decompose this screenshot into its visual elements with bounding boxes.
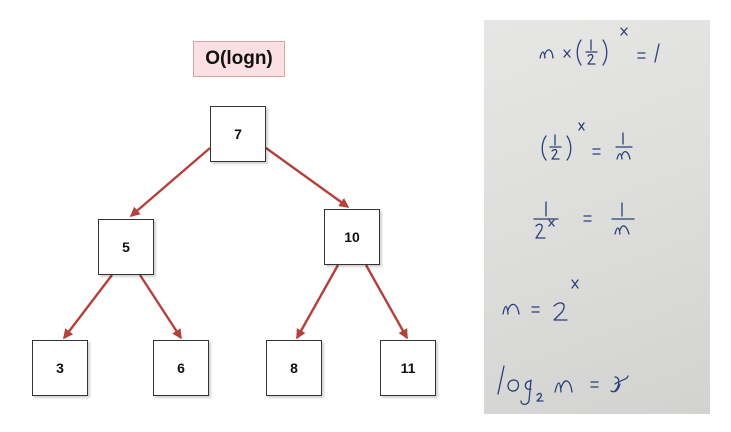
edge-10-to-11 <box>364 264 409 340</box>
tree-node-3: 3 <box>32 340 88 396</box>
complexity-title: O(logn) <box>193 41 285 77</box>
handwritten-line-1 <box>539 27 660 66</box>
tree-node-8: 8 <box>266 340 322 396</box>
tree-node-5: 5 <box>98 219 154 275</box>
tree-node-10: 10 <box>324 209 380 265</box>
tree-node-7: 7 <box>210 106 266 162</box>
edge-7-to-5 <box>129 147 211 217</box>
handwritten-derivation-note <box>484 20 710 414</box>
handwritten-line-4 <box>502 279 579 321</box>
edge-7-to-10 <box>265 147 350 208</box>
handwritten-line-5 <box>497 365 629 406</box>
edge-10-to-8 <box>295 264 340 340</box>
edge-5-to-3 <box>63 274 113 340</box>
tree-node-6: 6 <box>153 340 209 396</box>
handwritten-line-2 <box>541 122 633 161</box>
handwritten-line-3 <box>533 201 635 239</box>
tree-node-11: 11 <box>380 340 436 396</box>
edge-5-to-6 <box>138 274 183 340</box>
